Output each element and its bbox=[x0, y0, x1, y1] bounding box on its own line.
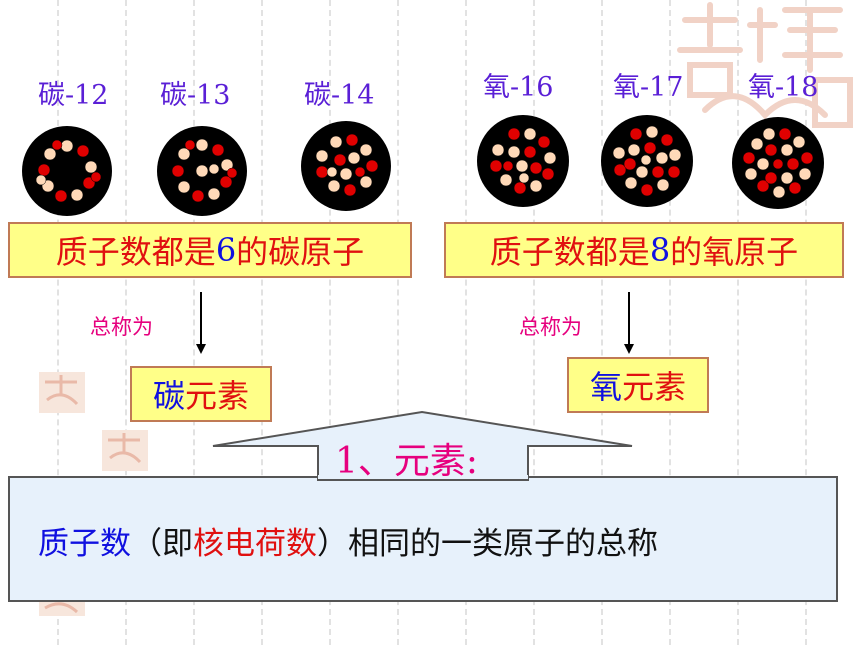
element-definition: 质子数（即核电荷数）相同的一类原子的总称 bbox=[38, 518, 658, 563]
stamp-small-3 bbox=[39, 600, 85, 616]
atom-c12 bbox=[22, 126, 112, 216]
isotope-label-c13: 碳-13 bbox=[160, 80, 231, 111]
stamp-small-2 bbox=[102, 430, 148, 471]
isotope-label-c12: 碳-12 bbox=[38, 80, 109, 111]
isotope-label-o16: 氧-16 bbox=[483, 72, 554, 103]
carbon-down-arrow bbox=[196, 292, 206, 354]
atom-c14 bbox=[301, 121, 391, 211]
oxygen-down-arrow bbox=[624, 292, 634, 354]
atom-c13 bbox=[157, 126, 247, 216]
stamp-small-1 bbox=[39, 372, 85, 413]
carbon-box-suffix: 的碳原子 bbox=[236, 233, 365, 271]
definition-nuclear-charge: 核电荷数 bbox=[193, 526, 317, 562]
atom-o16 bbox=[477, 115, 569, 207]
atom-o17 bbox=[601, 115, 693, 207]
definition-proton-number: 质子数 bbox=[38, 526, 131, 562]
definition-paren-open: （即 bbox=[131, 526, 193, 562]
oxygen-element-box: 氧元素 bbox=[567, 357, 709, 413]
atom-o18 bbox=[732, 117, 824, 209]
oxygen-box-suffix: 的氧原子 bbox=[670, 233, 799, 271]
carbon-box-prefix: 质子数都是 bbox=[55, 233, 216, 271]
carbon-element-word: 元素 bbox=[185, 377, 250, 415]
carbon-proton-number: 6 bbox=[215, 231, 237, 269]
oxygen-collective-note: 总称为 bbox=[519, 315, 582, 339]
carbon-element-symbol: 碳 bbox=[152, 377, 185, 415]
oxygen-element-word: 元素 bbox=[622, 368, 687, 406]
section-heading: 1、元素: bbox=[335, 441, 479, 482]
stamp-watermark bbox=[677, 2, 853, 128]
isotope-label-c14: 碳-14 bbox=[304, 80, 375, 111]
carbon-collective-note: 总称为 bbox=[90, 315, 153, 339]
carbon-element-box: 碳元素 bbox=[130, 366, 272, 422]
isotope-label-o17: 氧-17 bbox=[613, 72, 684, 103]
definition-rest: ）相同的一类原子的总称 bbox=[317, 526, 658, 562]
isotope-label-o18: 氧-18 bbox=[748, 72, 819, 103]
oxygen-element-symbol: 氧 bbox=[589, 368, 622, 406]
oxygen-box-prefix: 质子数都是 bbox=[489, 233, 650, 271]
oxygen-proton-number: 8 bbox=[649, 231, 671, 269]
